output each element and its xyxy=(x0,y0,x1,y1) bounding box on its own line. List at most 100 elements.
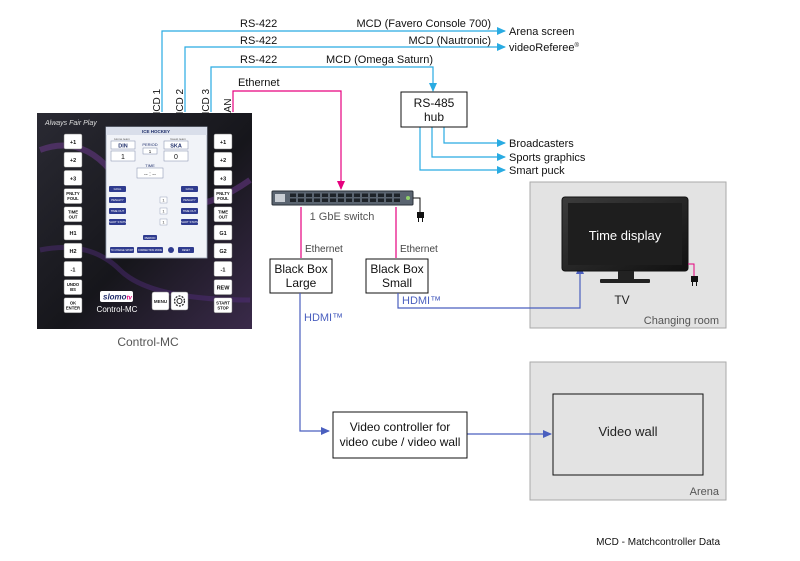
screen-gear-icon[interactable] xyxy=(168,247,174,253)
switch-port xyxy=(298,198,304,202)
right-key-4[interactable] xyxy=(213,188,233,204)
screen-penalty-guest-label: PENALTY xyxy=(183,198,196,202)
screen-penalty-guest-button[interactable] xyxy=(181,197,198,203)
black-box-large-size: Large xyxy=(286,276,317,290)
switch-power-plug-icon xyxy=(417,212,424,222)
settings-button[interactable] xyxy=(170,291,189,311)
black-box-small-size: Small xyxy=(382,276,412,290)
hdmi-large-label: HDMI™ xyxy=(304,312,343,324)
slomo-logo-text: slomotv xyxy=(103,293,133,302)
screen-shot-home-button[interactable] xyxy=(109,219,126,225)
screen-shot-guest-label: SHOT STATS xyxy=(181,220,198,224)
hub-to-smart-puck xyxy=(419,127,506,174)
right-key-5-label: OUT xyxy=(219,214,228,219)
ethernet-label: Ethernet xyxy=(238,77,280,89)
right-key-10-label: START xyxy=(216,300,230,305)
left-key-5[interactable] xyxy=(63,206,83,223)
left-key-10-label: OK xyxy=(70,300,76,305)
slomo-logo-name: slomo xyxy=(103,293,127,302)
left-key-9[interactable] xyxy=(63,279,83,295)
switch-port xyxy=(370,193,376,197)
switch-port xyxy=(362,198,368,202)
left-key-7-label: H2 xyxy=(69,249,76,255)
rs485-hub-box xyxy=(400,91,468,128)
right-key-8-label: -1 xyxy=(221,267,226,273)
screen-guest-team-caption: Guest team xyxy=(170,137,186,141)
screen-number-1: 1 xyxy=(162,198,165,203)
port-label-mcd3: MCD 3 xyxy=(201,88,212,120)
right-key-1[interactable] xyxy=(213,133,233,150)
screen-goal-home-button[interactable] xyxy=(109,186,126,192)
screen-shot-guest-button[interactable] xyxy=(181,219,198,225)
tv-icon xyxy=(561,196,689,283)
left-key-6[interactable] xyxy=(63,224,83,241)
right-key-2[interactable] xyxy=(213,151,233,168)
changing-room-label: Changing room xyxy=(644,315,719,327)
switch-port xyxy=(362,193,368,197)
hub-to-broadcasters xyxy=(443,127,506,147)
left-key-4[interactable] xyxy=(63,188,83,204)
switch-port xyxy=(322,198,328,202)
screen-penalty-home-button[interactable] xyxy=(109,197,126,203)
screen-timeout-home-label: TIME OUT xyxy=(111,209,125,213)
screen-number-field-1[interactable] xyxy=(159,196,168,204)
left-key-9-label: UNDO xyxy=(67,282,80,287)
right-key-5[interactable] xyxy=(213,206,233,223)
switch-port xyxy=(394,198,400,202)
switch-port xyxy=(378,198,384,202)
screen-period-button[interactable] xyxy=(143,235,157,240)
screen-goal-guest-button[interactable] xyxy=(181,186,198,192)
screen-timeout-home-button[interactable] xyxy=(109,208,126,214)
screen-penalty-home-label: PENALTY xyxy=(111,198,124,202)
right-key-7[interactable] xyxy=(213,242,233,259)
right-key-6-label: G1 xyxy=(219,231,226,237)
mcd-favero-label: MCD (Favero Console 700) xyxy=(357,18,492,30)
switch-label: 1 GbE switch xyxy=(310,211,375,223)
screen-guest-team: SKA xyxy=(170,144,182,150)
switch-port xyxy=(346,198,352,202)
video-referee-name: videoReferee xyxy=(509,42,574,54)
switch-port xyxy=(354,193,360,197)
rs485-hub-subtitle: hub xyxy=(424,110,444,124)
menu-button[interactable] xyxy=(151,291,170,311)
video-wall xyxy=(552,393,704,476)
screen-change-sport-button[interactable] xyxy=(110,247,134,253)
left-key-8[interactable] xyxy=(63,261,83,277)
right-key-3[interactable] xyxy=(213,170,233,186)
left-key-4-label: PNLTY xyxy=(66,191,80,196)
left-key-7[interactable] xyxy=(63,242,83,259)
left-key-4-label: FOUL xyxy=(67,196,79,201)
switch-port xyxy=(338,198,344,202)
left-key-10[interactable] xyxy=(63,297,83,314)
control-mc-caption: Control-MC xyxy=(117,335,179,349)
screen-change-sport-label: TO CHANGE SPORT xyxy=(110,249,134,252)
screen-home-team: DIN xyxy=(118,144,128,150)
right-key-8[interactable] xyxy=(213,261,233,277)
switch-port xyxy=(330,198,336,202)
slomo-logo xyxy=(100,291,133,302)
left-key-5-label: TIME xyxy=(68,209,78,214)
screen-number-field-2[interactable] xyxy=(159,207,168,215)
screen-goal-home-label: GOAL xyxy=(114,187,122,191)
screen-time-label: TIME xyxy=(145,163,155,168)
right-key-2-label: +2 xyxy=(220,158,226,164)
left-key-6-label: H1 xyxy=(69,231,76,237)
screen-number-2: 1 xyxy=(162,209,165,214)
screen-number-field-3[interactable] xyxy=(159,218,168,226)
screen-goal-guest-label: GOAL xyxy=(186,187,194,191)
right-key-10[interactable] xyxy=(213,297,233,314)
black-box-large xyxy=(269,258,333,294)
right-key-6[interactable] xyxy=(213,224,233,241)
switch-port xyxy=(394,193,400,197)
black-box-small-title: Black Box xyxy=(370,262,423,276)
left-key-3[interactable] xyxy=(63,170,83,186)
left-key-2[interactable] xyxy=(63,151,83,168)
gbe-switch xyxy=(271,190,414,206)
screen-correction-button[interactable] xyxy=(137,247,163,253)
hub-to-sports-graphics xyxy=(431,127,506,161)
screen-reset-button[interactable] xyxy=(178,247,194,253)
right-key-9[interactable] xyxy=(213,279,233,295)
screen-timeout-guest-button[interactable] xyxy=(181,208,198,214)
left-key-1[interactable] xyxy=(63,133,83,150)
